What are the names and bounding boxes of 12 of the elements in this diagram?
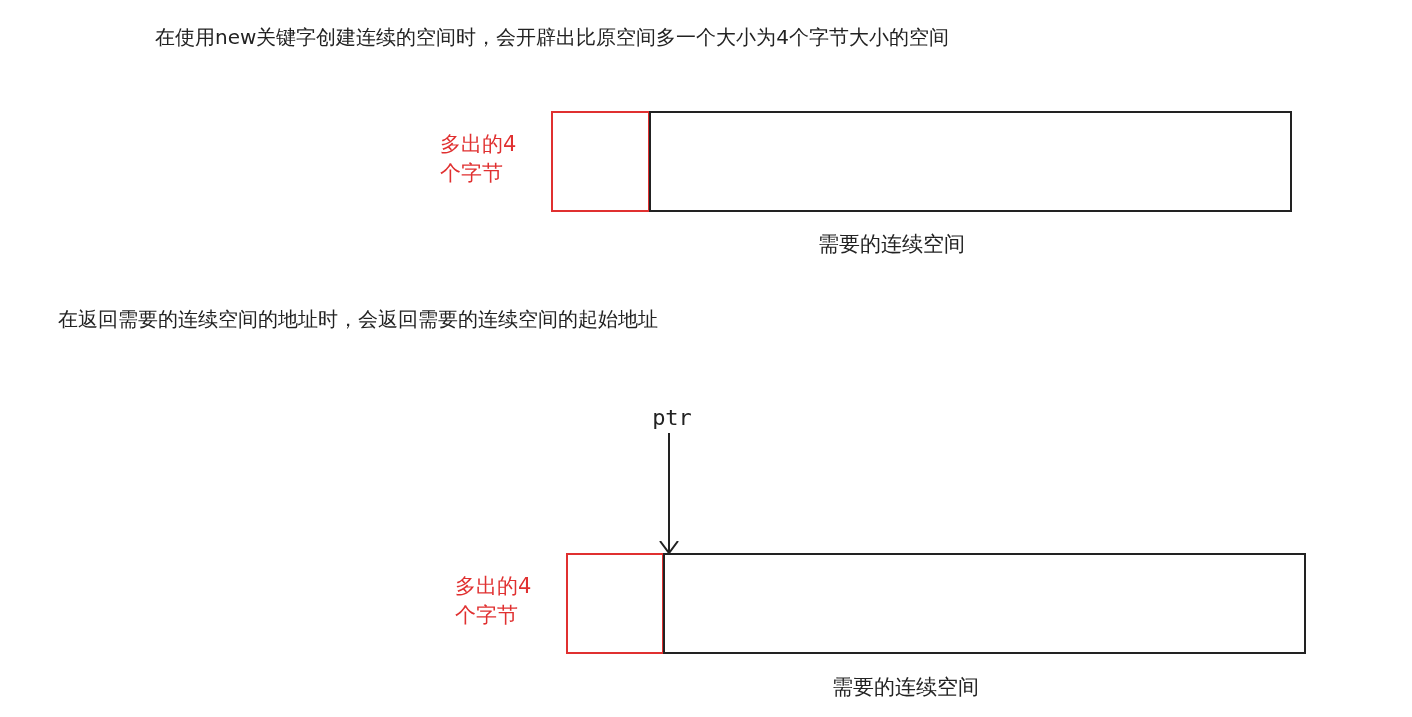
note-text: 在返回需要的连续空间的地址时，会返回需要的连续空间的起始地址 <box>58 306 658 333</box>
pointer-label: ptr <box>648 403 696 433</box>
memory-block <box>649 111 1292 212</box>
extra-bytes-block <box>566 553 664 654</box>
block-annotation: 多出的4个字节 <box>455 573 533 629</box>
arrow <box>659 432 679 554</box>
extra-bytes-block <box>551 111 650 212</box>
block-caption: 需要的连续空间 <box>818 231 966 258</box>
memory-block <box>663 553 1306 654</box>
note-text: 在使用new关键字创建连续的空间时，会开辟出比原空间多一个大小为4个字节大小的空间 <box>155 24 950 51</box>
block-caption: 需要的连续空间 <box>832 674 980 701</box>
block-annotation: 多出的4个字节 <box>440 131 518 187</box>
